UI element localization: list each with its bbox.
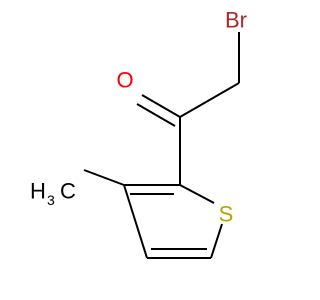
sulfur-label: S [219, 202, 234, 227]
methyl-subscript-label: 3 [47, 192, 55, 208]
bond-carbonyl-oxygen-2 [136, 103, 176, 127]
methyl-h-label: H [30, 179, 46, 204]
bond-c2-sulfur [179, 184, 215, 204]
methyl-c-label: C [60, 179, 76, 204]
bond-c4-c3 [123, 184, 148, 259]
atom-labels: Br O S H 3 C [30, 8, 247, 227]
bond-c3-methyl [83, 169, 125, 186]
bromine-label: Br [225, 8, 247, 33]
bonds [83, 32, 240, 259]
bond-carbonyl-ch2 [179, 82, 240, 118]
oxygen-label: O [116, 68, 133, 93]
bond-sulfur-c5 [210, 223, 223, 259]
bond-carbonyl-oxygen-1 [141, 94, 181, 118]
molecule-structure-diagram: Br O S H 3 C [30, 8, 247, 259]
